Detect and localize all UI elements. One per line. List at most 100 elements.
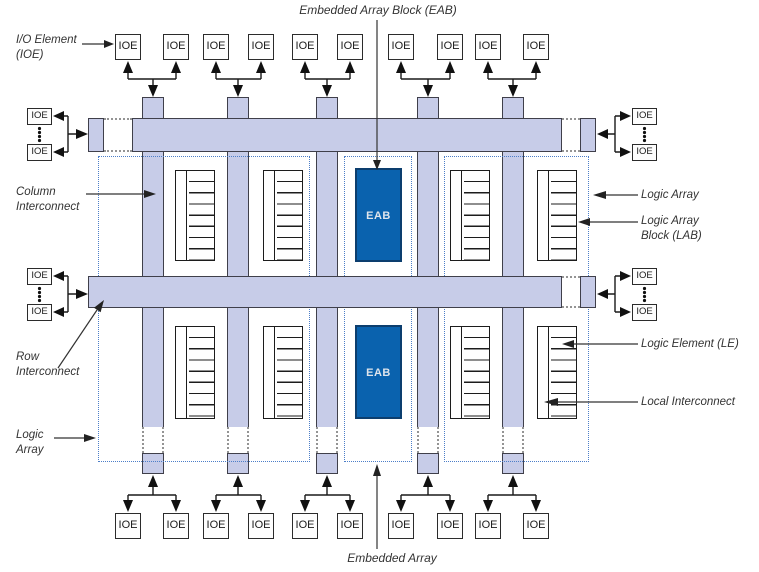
ioe-box: IOE xyxy=(115,34,141,60)
ioe-box: IOE xyxy=(523,513,549,539)
lab-block xyxy=(537,326,577,419)
row-interconnect-label: Row Interconnect xyxy=(16,350,79,379)
local-interconnect-strip xyxy=(451,327,462,418)
local-interconnect-strip xyxy=(538,171,549,260)
lab-label-line2: Block (LAB) xyxy=(641,229,702,242)
ioe-box: IOE xyxy=(292,513,318,539)
ioe-box: IOE xyxy=(163,34,189,60)
ioe-box: IOE xyxy=(27,144,52,161)
column-interconnect-label: Column Interconnect xyxy=(16,185,79,214)
logic-element-stack xyxy=(463,171,489,260)
eab-block: EAB xyxy=(355,168,402,262)
column-continuation-gap xyxy=(417,427,439,453)
row-interconnect-line2: Interconnect xyxy=(16,365,80,378)
row-interconnect-tip xyxy=(580,276,596,308)
ioe-box: IOE xyxy=(337,34,363,60)
column-interconnect-bar xyxy=(316,97,338,427)
row-continuation-gap xyxy=(562,276,580,308)
ioe-box: IOE xyxy=(632,304,657,321)
lab-label: Logic Array Block (LAB) xyxy=(641,214,702,243)
row-interconnect-bar xyxy=(132,118,562,152)
ioe-box: IOE xyxy=(203,34,229,60)
column-io-stub xyxy=(417,453,439,474)
lab-block xyxy=(537,170,577,261)
ioe-box: IOE xyxy=(632,108,657,125)
logic-array-left-line2: Array xyxy=(16,443,44,456)
column-interconnect-bar xyxy=(502,97,524,427)
ioe-box: IOE xyxy=(163,513,189,539)
logic-element-stack xyxy=(463,327,489,418)
lab-label-line1: Logic Array xyxy=(641,215,699,227)
local-interconnect-strip xyxy=(538,327,549,418)
logic-element-stack xyxy=(550,171,576,260)
column-io-stub xyxy=(502,453,524,474)
logic-element-stack xyxy=(276,327,302,418)
embedded-array-border xyxy=(344,156,412,462)
column-interconnect-line1: Column xyxy=(16,186,56,198)
lab-block xyxy=(450,326,490,419)
local-interconnect-label: Local Interconnect xyxy=(641,396,735,408)
eab-label: EAB xyxy=(366,210,391,222)
lab-block xyxy=(175,170,215,261)
logic-element-stack xyxy=(188,171,214,260)
column-continuation-gap xyxy=(227,427,249,453)
lab-block xyxy=(263,326,303,419)
local-interconnect-strip xyxy=(264,327,275,418)
local-interconnect-strip xyxy=(451,171,462,260)
ioe-box: IOE xyxy=(27,108,52,125)
ioe-box: IOE xyxy=(337,513,363,539)
column-io-stub xyxy=(316,453,338,474)
ioe-box: IOE xyxy=(203,513,229,539)
logic-element-label: Logic Element (LE) xyxy=(641,338,739,350)
row-interconnect-tip xyxy=(580,118,596,152)
local-interconnect-strip xyxy=(176,327,187,418)
ioe-box: IOE xyxy=(248,513,274,539)
column-interconnect-bar xyxy=(417,97,439,427)
eab-label: EAB xyxy=(366,367,391,379)
row-interconnect-line1: Row xyxy=(16,351,40,363)
column-interconnect-line2: Interconnect xyxy=(16,200,80,213)
ioe-box: IOE xyxy=(437,34,463,60)
column-continuation-gap xyxy=(502,427,524,453)
row-continuation-gap xyxy=(104,118,132,152)
logic-array-left-line1: Logic xyxy=(16,429,44,441)
logic-element-stack xyxy=(188,327,214,418)
ioe-box: IOE xyxy=(523,34,549,60)
row-continuation-gap xyxy=(562,118,580,152)
local-interconnect-strip xyxy=(176,171,187,260)
column-continuation-gap xyxy=(142,427,164,453)
column-interconnect-bar xyxy=(227,97,249,427)
logic-array-border-right xyxy=(444,156,589,462)
ioe-box: IOE xyxy=(475,513,501,539)
ioe-box: IOE xyxy=(115,513,141,539)
ioe-box: IOE xyxy=(632,268,657,285)
eab-pointer-label: Embedded Array Block (EAB) xyxy=(299,3,457,17)
column-continuation-gap xyxy=(316,427,338,453)
logic-element-stack xyxy=(550,327,576,418)
io-element-label-line1: I/O Element xyxy=(16,34,77,46)
lab-block xyxy=(450,170,490,261)
ioe-box: IOE xyxy=(475,34,501,60)
ioe-box: IOE xyxy=(632,144,657,161)
column-io-stub xyxy=(227,453,249,474)
logic-array-left-label: Logic Array xyxy=(16,428,44,457)
lab-block xyxy=(175,326,215,419)
column-interconnect-bar xyxy=(142,97,164,427)
ioe-box: IOE xyxy=(388,513,414,539)
column-io-stub xyxy=(142,453,164,474)
ioe-box: IOE xyxy=(437,513,463,539)
ioe-box: IOE xyxy=(27,304,52,321)
io-element-label: I/O Element (IOE) xyxy=(16,33,77,62)
logic-element-stack xyxy=(276,171,302,260)
ioe-box: IOE xyxy=(248,34,274,60)
local-interconnect-strip xyxy=(264,171,275,260)
eab-block: EAB xyxy=(355,325,402,419)
ioe-box: IOE xyxy=(27,268,52,285)
embedded-array-label: Embedded Array xyxy=(347,551,437,565)
ioe-box: IOE xyxy=(292,34,318,60)
logic-array-right-label: Logic Array xyxy=(641,189,699,201)
row-interconnect-tip xyxy=(88,118,104,152)
lab-block xyxy=(263,170,303,261)
ioe-box: IOE xyxy=(388,34,414,60)
